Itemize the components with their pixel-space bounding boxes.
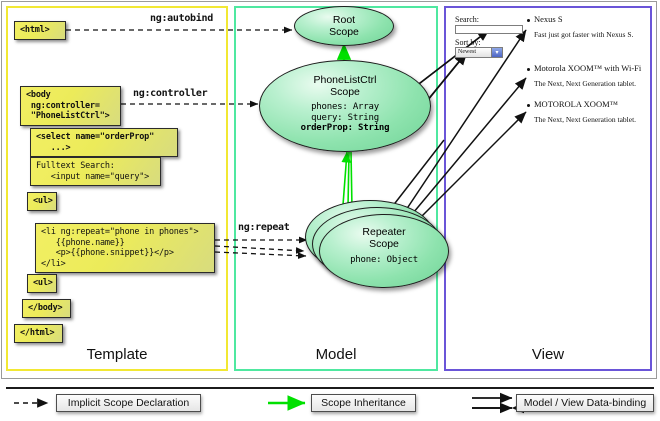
- scope-phonelistctrl-title-line1: PhoneListCtrl: [313, 74, 377, 86]
- scope-repeater-title-line2: Scope: [369, 238, 399, 250]
- code-box-li-repeat: <li ng:repeat="phone in phones"> {{phone…: [35, 223, 215, 273]
- legend-item-implicit-scope-declaration: Implicit Scope Declaration: [56, 394, 201, 412]
- chevron-down-icon: ▾: [491, 48, 502, 57]
- label-ng-controller: ng:controller: [133, 88, 208, 99]
- scope-prop-orderprop: orderProp: String: [300, 123, 390, 133]
- scope-phonelistctrl-title-line2: Scope: [330, 86, 360, 98]
- view-sort-label: Sort by:: [455, 38, 481, 47]
- scope-repeater-title-line1: Repeater: [362, 226, 406, 238]
- code-box-select: <select name="orderProp" ...>: [30, 128, 178, 157]
- sort-by-select[interactable]: Newest ▾: [455, 47, 503, 58]
- code-box-fulltext-search: Fulltext Search: <input name="query">: [30, 157, 161, 186]
- list-bullet: [527, 104, 530, 107]
- scope-prop-phone: phone: Object: [350, 255, 418, 265]
- legend-label: Model / View Data-binding: [523, 397, 647, 409]
- legend-label: Implicit Scope Declaration: [67, 397, 190, 409]
- panel-label-template: Template: [86, 346, 148, 363]
- code-box-ul-open: <ul>: [27, 192, 57, 211]
- legend-label: Scope Inheritance: [321, 397, 406, 409]
- list-item-snippet: The Next, Next Generation tablet.: [534, 115, 637, 124]
- label-ng-repeat: ng:repeat: [238, 222, 290, 233]
- search-input[interactable]: [455, 25, 523, 34]
- scope-phonelistctrl: PhoneListCtrl Scope phones: Array query:…: [259, 60, 431, 152]
- sort-by-selected-value: Newest: [458, 49, 476, 55]
- legend-divider: [6, 387, 654, 389]
- view-search-label: Search:: [455, 15, 479, 24]
- scope-prop-phones: phones: Array: [311, 102, 379, 112]
- code-box-html-open: <html>: [14, 21, 66, 40]
- scope-root-title-line1: Root: [332, 14, 356, 26]
- scope-repeater: Repeater Scope phone: Object: [319, 214, 449, 288]
- legend-item-scope-inheritance: Scope Inheritance: [311, 394, 416, 412]
- panel-view: View: [444, 6, 652, 371]
- code-box-body-close: </body>: [22, 299, 71, 318]
- code-box-html-close: </html>: [14, 324, 63, 343]
- panel-label-model: Model: [315, 346, 357, 363]
- label-ng-autobind: ng:autobind: [150, 13, 213, 24]
- scope-root: Root Scope: [294, 6, 394, 46]
- list-item-snippet: The Next, Next Generation tablet.: [534, 79, 637, 88]
- panel-label-view: View: [531, 346, 565, 363]
- scope-root-title-line2: Scope: [329, 26, 359, 38]
- list-item[interactable]: MOTOROLA XOOM™: [534, 99, 618, 109]
- list-item[interactable]: Motorola XOOM™ with Wi-Fi: [534, 63, 642, 73]
- scope-prop-query: query: String: [311, 112, 379, 123]
- list-item-snippet: Fast just got faster with Nexus S.: [534, 30, 634, 39]
- code-box-ul-close: <ul>: [27, 274, 57, 293]
- legend-item-model-view-data-binding: Model / View Data-binding: [516, 394, 654, 412]
- code-box-body-open: <body ng:controller= "PhoneListCtrl">: [20, 86, 121, 126]
- list-bullet: [527, 68, 530, 71]
- list-bullet: [527, 19, 530, 22]
- list-item[interactable]: Nexus S: [534, 14, 563, 24]
